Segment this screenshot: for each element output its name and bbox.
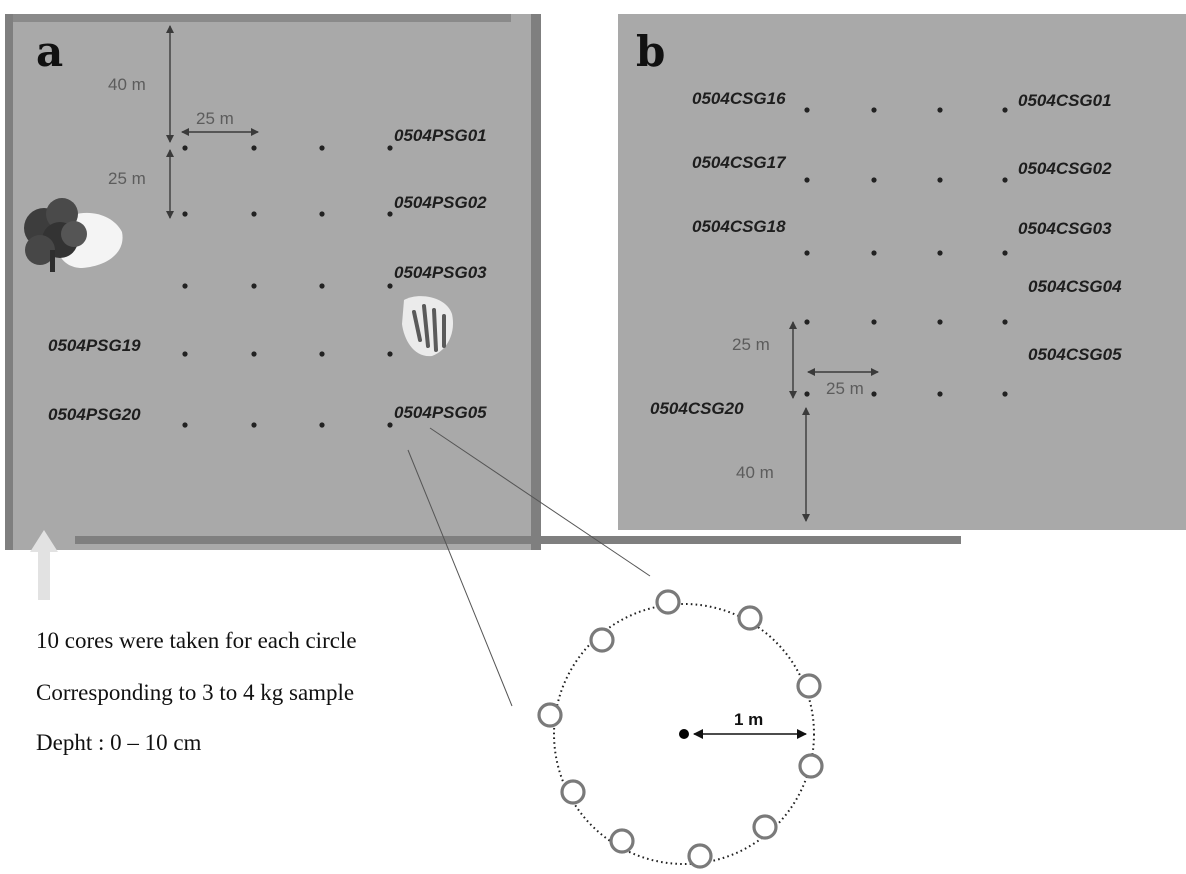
sample-point [319,422,325,428]
panel-b-points [804,107,1008,397]
sample-point [387,283,393,289]
core-ring [560,779,586,805]
sample-point [182,283,188,289]
dim-40m-label: 40 m [108,75,146,94]
sample-point [251,211,257,217]
sample-point [871,319,877,325]
plot-label-csg16: 0504CSG16 [692,89,786,108]
sample-point [319,145,325,151]
sample-point [1002,391,1008,397]
core-ring [655,589,681,615]
tree-icon [24,198,123,272]
panel-b-letter: b [636,27,665,76]
sample-point [251,145,257,151]
sample-point [182,211,188,217]
plot-label-psg03: 0504PSG03 [394,263,487,282]
sample-point [804,319,810,325]
sample-point [251,422,257,428]
plot-label-psg20: 0504PSG20 [48,405,141,424]
plot-label-csg20: 0504CSG20 [650,399,744,418]
panel-a-field [5,14,541,550]
sample-point [937,319,943,325]
sample-point [387,211,393,217]
sample-point [871,250,877,256]
panel-a-top-border [5,14,511,22]
plot-label-csg04: 0504CSG04 [1028,277,1122,296]
sample-point [182,145,188,151]
core-ring [589,627,615,653]
note-depth: Depht : 0 – 10 cm [36,730,202,755]
sample-point [1002,177,1008,183]
plot-label-csg02: 0504CSG02 [1018,159,1112,178]
sample-point [1002,319,1008,325]
plot-label-psg01: 0504PSG01 [394,126,487,145]
dim-25m-v-label-b: 25 m [732,335,770,354]
plot-label-csg03: 0504CSG03 [1018,219,1112,238]
sample-point [937,107,943,113]
sample-point [871,107,877,113]
sample-point [319,351,325,357]
panel-a-right-border [531,14,541,550]
sample-point [1002,250,1008,256]
sample-point [804,250,810,256]
core-ring [798,753,824,779]
panel-b-field [618,14,1186,530]
sample-point [937,177,943,183]
plot-label-psg05: 0504PSG05 [394,403,487,422]
sample-point [804,391,810,397]
plot-label-psg02: 0504PSG02 [394,193,487,212]
sample-point [182,351,188,357]
sample-point [1002,107,1008,113]
plot-label-csg05: 0504CSG05 [1028,345,1122,364]
circle-center-point [679,729,689,739]
sample-point [871,177,877,183]
sample-point [937,391,943,397]
sample-point [804,177,810,183]
sample-point [937,250,943,256]
core-ring [796,673,822,699]
panel-a-bottom-border [75,536,961,544]
plot-label-psg19: 0504PSG19 [48,336,141,355]
panel-a-letter: a [36,27,63,76]
panel-a-left-border [5,14,13,550]
core-ring [752,814,778,840]
dim-25m-v-label: 25 m [108,169,146,188]
sample-point [251,283,257,289]
sample-point [871,391,877,397]
sample-point [804,107,810,113]
sampling-circle-outline [553,603,815,865]
core-ring [537,702,563,728]
panel-a: a 40 m 25 m 25 m [5,14,961,600]
note-cores: 10 cores were taken for each circle [36,628,357,653]
callout-line-lower [407,449,513,707]
plot-label-csg18: 0504CSG18 [692,217,786,236]
core-ring [687,843,713,869]
core-sampling-circle: 1 m [537,589,824,869]
dim-25m-h-label: 25 m [196,109,234,128]
sample-point [251,351,257,357]
panel-a-points [182,145,393,428]
callout-line-upper [429,427,651,577]
plot-label-csg01: 0504CSG01 [1018,91,1112,110]
radius-label: 1 m [734,710,763,729]
sample-point [182,422,188,428]
plot-label-csg17: 0504CSG17 [692,153,787,172]
core-ring [609,828,635,854]
dim-25m-h-label-b: 25 m [826,379,864,398]
sample-point [319,283,325,289]
sample-point [319,211,325,217]
entrance-arrow-icon [30,530,58,600]
sample-point [387,145,393,151]
core-rings [537,589,824,869]
sample-point [387,351,393,357]
dim-40m-label-b: 40 m [736,463,774,482]
note-sample-mass: Corresponding to 3 to 4 kg sample [36,680,355,705]
panel-b: b 25 m 25 m 40 m [618,14,1186,530]
sample-point [387,422,393,428]
core-ring [737,605,763,631]
shrub-icon [402,296,454,357]
